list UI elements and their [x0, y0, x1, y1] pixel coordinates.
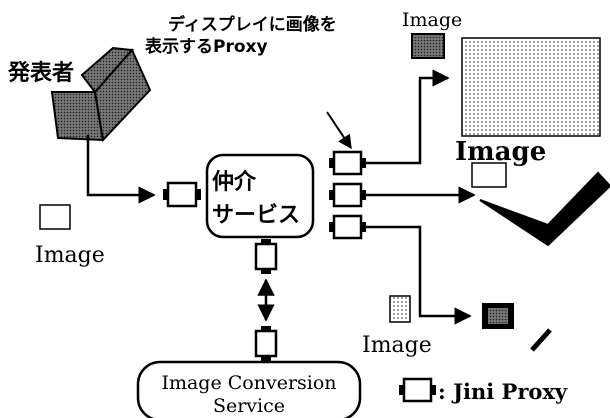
- top-image-label: Image: [402, 9, 462, 31]
- bottom-display-device: [482, 303, 550, 350]
- middle-image-icon: [472, 163, 506, 187]
- conversion-jini-proxy: [256, 326, 276, 361]
- broker-service-label-2: サービス: [212, 203, 300, 228]
- left-image-icon: [40, 205, 70, 229]
- low-image-label: Image: [362, 333, 432, 358]
- conversion-service-label-1: Image Conversion: [161, 372, 336, 394]
- legend-jini-proxy-icon: [399, 379, 436, 401]
- legend-label: : Jini Proxy: [438, 379, 568, 404]
- display-proxy-caption-2: 表示するProxy: [145, 36, 268, 57]
- display-proxy-caption-1: ディスプレイに画像を: [168, 14, 337, 35]
- top-image-icon: [412, 34, 444, 58]
- presenter-to-proxy-arrow: [88, 135, 154, 195]
- presenter-label: 発表者: [7, 61, 74, 86]
- broker-bottom-jini-proxy: [256, 239, 276, 274]
- left-image-label: Image: [35, 243, 105, 268]
- low-image-icon: [390, 296, 410, 322]
- arrow-to-bottom-display: [366, 227, 470, 316]
- output-jini-proxy-top: [329, 152, 366, 174]
- broker-service-label-1: 仲介: [212, 169, 257, 195]
- conversion-service-label-2: Service: [213, 395, 285, 417]
- output-jini-proxy-middle: [329, 184, 366, 206]
- top-display-screen: [462, 38, 600, 136]
- caption-pointer-arrow: [327, 112, 351, 148]
- output-jini-proxy-bottom: [329, 216, 366, 238]
- input-jini-proxy: [163, 183, 201, 206]
- arrow-to-top-display: [366, 78, 448, 163]
